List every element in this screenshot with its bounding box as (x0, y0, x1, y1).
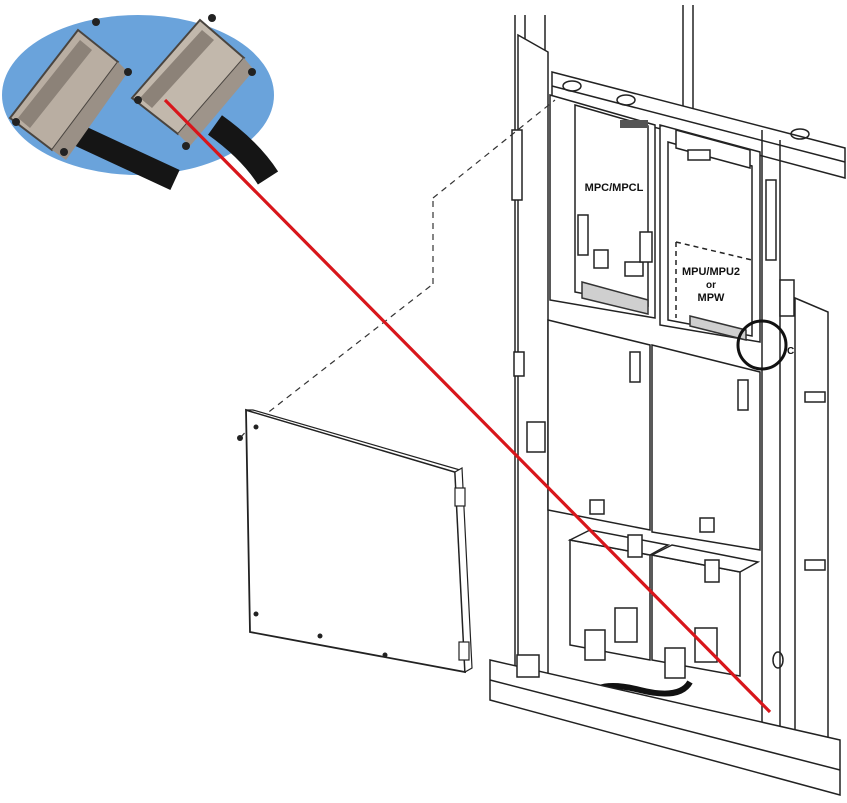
connector-right (130, 14, 256, 150)
callout-circle (736, 319, 788, 371)
label-mpc-mpcl: MPC/MPCL (585, 182, 644, 194)
leader-lines (239, 99, 556, 439)
battery-right (649, 544, 761, 677)
callout-letter: C (787, 346, 794, 357)
connector-left (8, 18, 132, 160)
screw-icon (237, 435, 243, 441)
cable-right (207, 115, 279, 185)
pointer-line (163, 98, 772, 714)
label-mpu-line1: MPU/MPU2 (682, 266, 740, 278)
equipment-cabinet (489, 5, 846, 796)
mpc-module (549, 94, 656, 319)
label-mpu-line2: or (706, 280, 716, 291)
cable-left (73, 125, 180, 190)
mpu-module (639, 124, 761, 343)
label-mpu-line3: MPW (698, 292, 726, 304)
power-supply-left (547, 319, 651, 531)
connector-inset (2, 14, 279, 190)
power-supply-right (651, 344, 761, 551)
cover-panel (237, 408, 473, 674)
